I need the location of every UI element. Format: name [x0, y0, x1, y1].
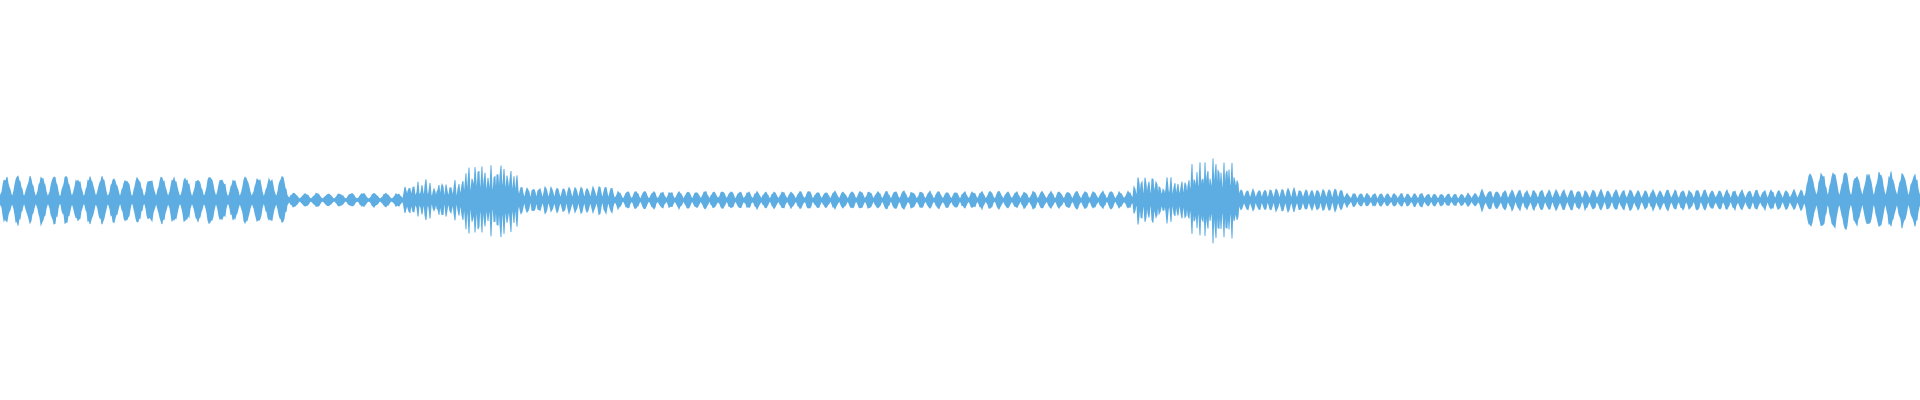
waveform-path	[0, 158, 1920, 244]
